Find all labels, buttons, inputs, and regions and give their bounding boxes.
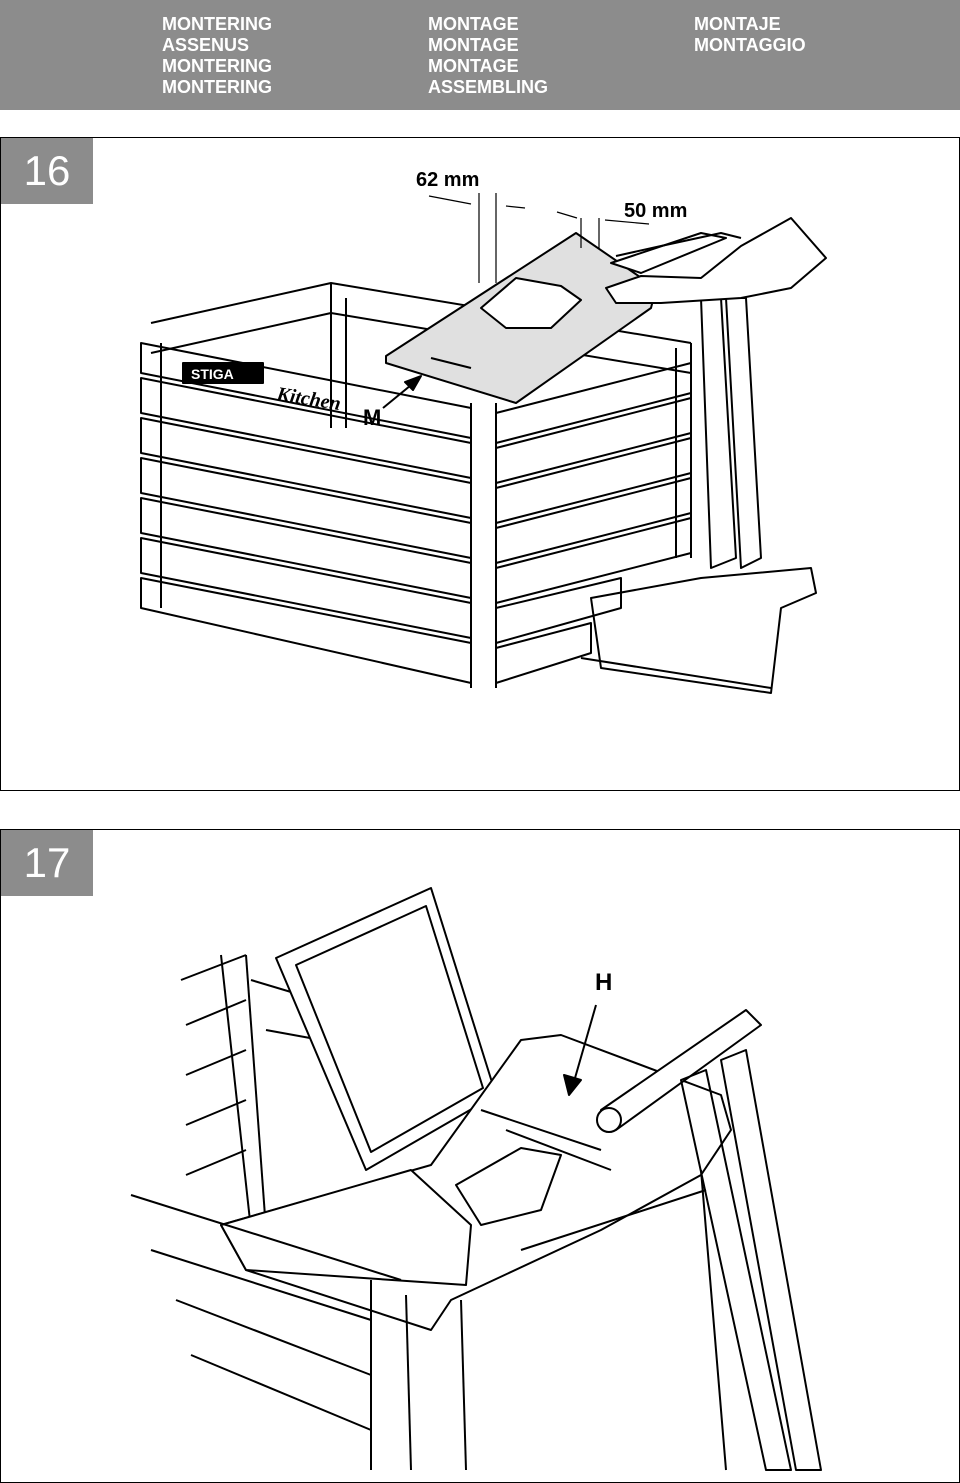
header-text: MONTAGGIO xyxy=(694,35,806,55)
open-lid xyxy=(275,887,497,1171)
dimension-lines xyxy=(428,193,650,283)
header-text: MONTERING xyxy=(162,56,272,76)
cart-handle xyxy=(596,1009,822,1471)
figure-16-panel: 16 xyxy=(0,137,960,791)
header-column-3: MONTAJE MONTAGGIO xyxy=(694,14,806,56)
header-text: MONTAGE xyxy=(428,56,519,76)
header-column-2: MONTAGE MONTAGE MONTAGE ASSEMBLING xyxy=(428,14,548,98)
compost-bin-front-wall xyxy=(130,1169,727,1471)
pointer-arrow-m xyxy=(382,375,422,409)
compost-bin-side-wall xyxy=(495,343,692,684)
header-text: MONTERING xyxy=(162,14,272,34)
figure-number: 16 xyxy=(1,138,93,204)
header-text: MONTAGE xyxy=(428,35,519,55)
figure-17-illustration: H xyxy=(130,887,822,1471)
dimension-label: 50 mm xyxy=(624,200,687,222)
figure-number: 17 xyxy=(1,830,93,896)
stiga-logo xyxy=(182,362,264,384)
pointer-arrow-h xyxy=(563,1004,597,1096)
brand-text: STIGA xyxy=(191,366,234,382)
part-label: M xyxy=(363,405,381,430)
figure-17-panel: 17 xyxy=(0,829,960,1483)
dimension-label: 62 mm xyxy=(416,169,479,191)
header-text: MONTAJE xyxy=(694,14,781,34)
header-text: ASSEMBLING xyxy=(428,77,549,97)
part-label: H xyxy=(595,969,612,996)
header-column-1: MONTERING ASSENUS MONTERING MONTERING xyxy=(162,14,272,98)
header-text: MONTERING xyxy=(162,77,272,97)
header-text: ASSENUS xyxy=(162,35,250,55)
header-text: MONTAGE xyxy=(428,14,519,34)
header-banner: MONTERING ASSENUS MONTERING MONTERING MO… xyxy=(0,0,960,110)
compost-bin-side-wall xyxy=(180,954,322,1231)
figure-16-illustration: 62 mm 50 mm STIGA Kitchen M xyxy=(140,169,827,694)
compost-bin-front-wall xyxy=(140,342,497,688)
lid-panel xyxy=(385,232,657,404)
hand-illustration xyxy=(605,217,827,304)
